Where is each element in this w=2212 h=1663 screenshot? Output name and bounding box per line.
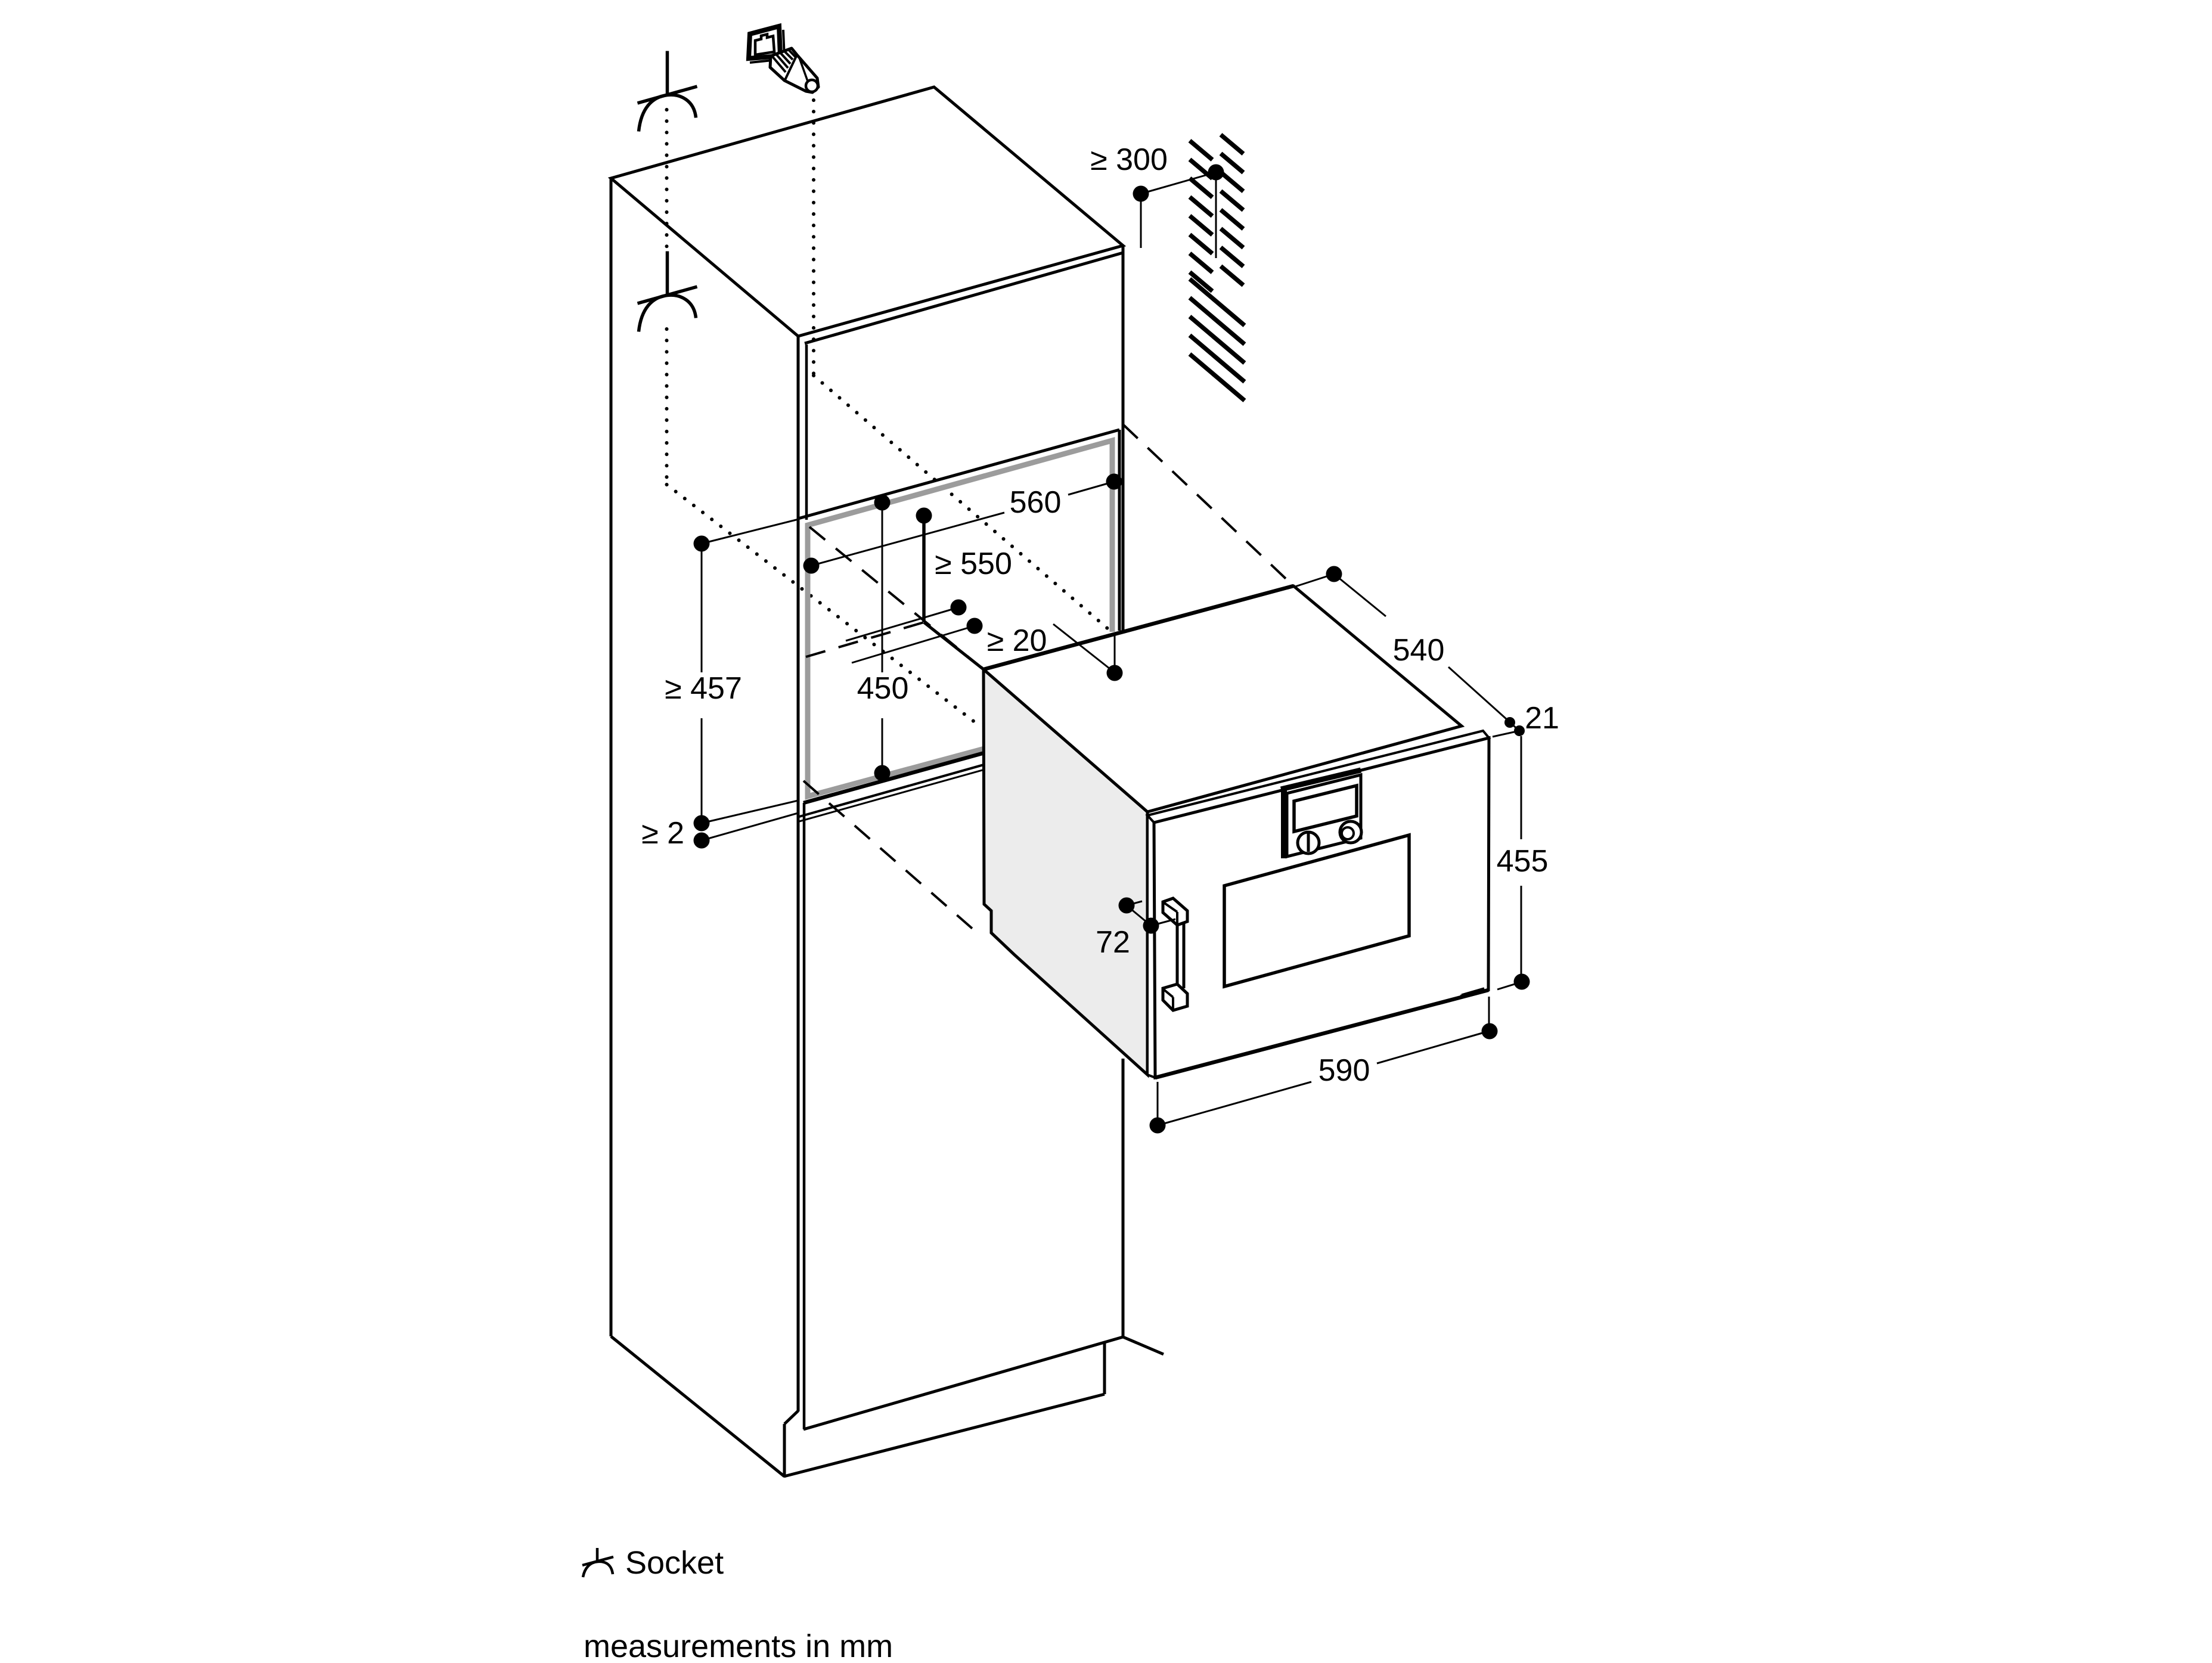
svg-text:590: 590 bbox=[1318, 1053, 1370, 1088]
svg-text:≥ 20: ≥ 20 bbox=[987, 623, 1047, 658]
svg-text:72: 72 bbox=[1096, 925, 1130, 960]
svg-text:≥ 2: ≥ 2 bbox=[641, 816, 684, 851]
svg-text:450: 450 bbox=[857, 671, 909, 706]
svg-text:540: 540 bbox=[1393, 633, 1445, 668]
svg-text:Socket: Socket bbox=[625, 1545, 724, 1581]
svg-text:455: 455 bbox=[1497, 844, 1549, 879]
svg-text:≥ 300: ≥ 300 bbox=[1090, 142, 1168, 177]
svg-text:≥ 457: ≥ 457 bbox=[665, 671, 742, 706]
svg-text:21: 21 bbox=[1525, 701, 1559, 736]
svg-text:560: 560 bbox=[1010, 485, 1062, 520]
svg-text:≥ 550: ≥ 550 bbox=[935, 547, 1012, 581]
svg-text:measurements in mm: measurements in mm bbox=[584, 1628, 893, 1660]
